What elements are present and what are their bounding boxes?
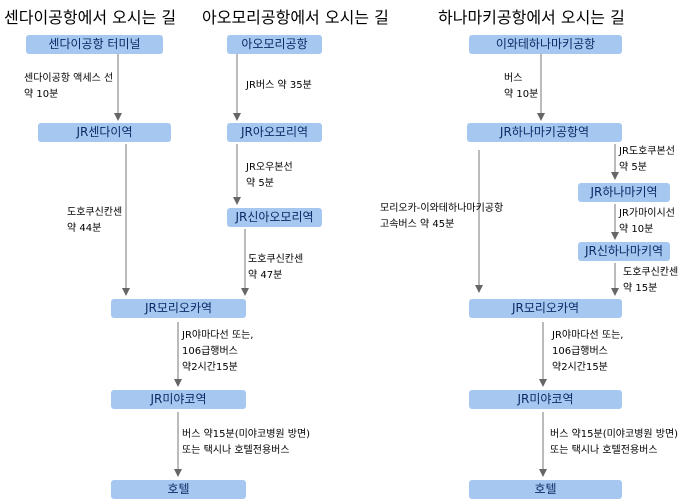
label-bus-10: 버스 약 10분 (504, 73, 539, 100)
label-tohoku-shinkansen-44: 도호쿠신칸센 약 44분 (67, 207, 123, 234)
node-hotel-right: 호텔 (469, 480, 622, 499)
node-iwate-hanamaki-airport: 이와테하나마키공항 (469, 35, 622, 54)
node-sendai-airport-terminal: 센다이공항 터미널 (26, 35, 163, 54)
label-yamada-line-right: JR야마다선 또는, 106급행버스 약2시간15분 (552, 330, 624, 373)
label-tohoku-shinkansen-15: 도호쿠신칸센 약 15분 (623, 267, 679, 294)
node-jr-miyako-right: JR미야코역 (469, 390, 622, 409)
label-jr-ou-line: JR오우본선 약 5분 (246, 162, 293, 189)
node-jr-shin-aomori: JR신아오모리역 (227, 208, 322, 227)
label-jr-bus-35: JR버스 약 35분 (246, 80, 312, 91)
node-hotel-left: 호텔 (111, 480, 246, 499)
label-tohoku-shinkansen-47: 도호쿠신칸센 약 47분 (248, 254, 304, 281)
node-jr-morioka-right: JR모리오카역 (469, 299, 622, 318)
node-jr-shin-hanamaki: JR신하나마키역 (578, 242, 670, 261)
label-sendai-access-line: 센다이공항 액세스 선 약 10분 (24, 73, 114, 100)
title-sendai: 센다이공항에서 오시는 길 (4, 8, 177, 27)
label-kamaishi-line: JR가마이시선 약 10분 (619, 208, 675, 235)
label-bus-miyako-right: 버스 약15분(미야코병원 방면) 또는 택시나 호텔전용버스 (550, 429, 679, 456)
label-express-bus-45: 모리오카-이와테하나마키공항 고속버스 약 45분 (380, 203, 504, 230)
title-aomori: 아오모리공항에서 오시는 길 (202, 8, 389, 27)
node-jr-hanamaki: JR하나마키역 (578, 183, 670, 202)
node-jr-miyako-left: JR미야코역 (111, 390, 246, 409)
title-hanamaki: 하나마키공항에서 오시는 길 (438, 8, 625, 27)
node-jr-hanamaki-airport: JR하나마키공항역 (467, 123, 622, 142)
node-jr-morioka-left: JR모리오카역 (111, 299, 246, 318)
node-aomori-airport: 아오모리공항 (227, 35, 322, 54)
node-jr-sendai: JR센다이역 (38, 123, 171, 142)
label-tohoku-main-line: JR도호쿠본선 약 5분 (619, 146, 675, 173)
label-bus-miyako-left: 버스 약15분(미야코병원 방면) 또는 택시나 호텔전용버스 (182, 429, 311, 456)
label-yamada-line-left: JR야마다선 또는, 106급행버스 약2시간15분 (182, 330, 254, 373)
node-jr-aomori: JR아오모리역 (227, 123, 322, 142)
